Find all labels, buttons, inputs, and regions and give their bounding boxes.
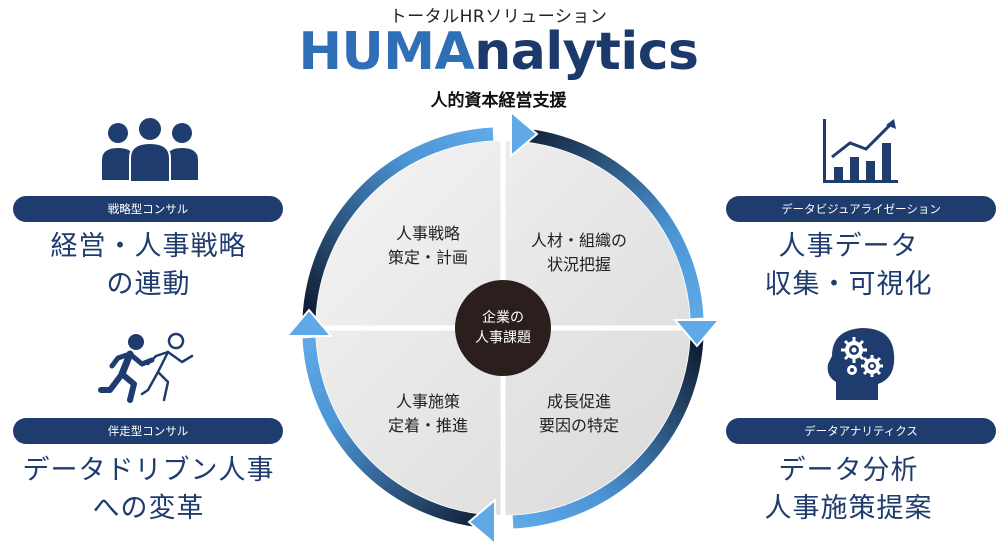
right-text-2: データ分析 人事施策提案 — [700, 452, 997, 528]
arrow-head-top — [510, 109, 539, 159]
left-text-2-line-1: データドリブン人事 — [22, 455, 275, 486]
right-text-1-line-2: 収集・可視化 — [764, 269, 933, 300]
right-text-1-line-1: 人事データ — [778, 231, 919, 262]
pill-data-analytics: データアナリティクス — [726, 418, 996, 444]
center-label: 企業の 人事課題 — [448, 308, 558, 348]
quadrant-top-right: 人材・組織の 状況把握 — [524, 229, 634, 277]
left-text-2-line-2: への変革 — [92, 493, 205, 524]
arrow-head-bottom — [467, 497, 496, 547]
subtitle: トータルHRソリューション — [389, 7, 608, 27]
bar-chart-icon — [823, 119, 898, 183]
quadrant-bottom-right: 成長促進 要因の特定 — [524, 390, 634, 438]
logo: HUMAnalytics — [0, 22, 997, 82]
arc-top-right — [510, 127, 704, 319]
quadrant-top-left-line-2: 策定・計画 — [387, 248, 468, 267]
quadrant-bottom-right-line-2: 要因の特定 — [538, 416, 619, 435]
left-text-1: 経営・人事戦略 の連動 — [0, 228, 297, 304]
quadrant-bottom-right-line-1: 成長促進 — [546, 392, 611, 411]
arrow-head-left — [284, 308, 334, 337]
center-circle — [455, 280, 551, 376]
logo-part-huma: HUMA — [298, 22, 475, 82]
right-text-2-line-2: 人事施策提案 — [764, 493, 933, 524]
center-label-line-1: 企業の — [482, 310, 524, 326]
quadrant-top-left: 人事戦略 策定・計画 — [373, 222, 483, 270]
quadrant-bottom-left-line-2: 定着・推進 — [387, 416, 468, 435]
arrow-head-right — [672, 319, 722, 348]
quadrant-top-right-line-2: 状況把握 — [546, 255, 611, 274]
quadrant-bottom-left: 人事施策 定着・推進 — [373, 390, 483, 438]
pill-companion-consulting: 伴走型コンサル — [13, 418, 283, 444]
left-text-2: データドリブン人事 への変革 — [0, 452, 297, 528]
pill-strategic-consulting: 戦略型コンサル — [13, 196, 283, 222]
logo-part-nalytics: nalytics — [474, 22, 699, 82]
quadrant-top-left-line-1: 人事戦略 — [395, 224, 460, 243]
arc-bottom-left — [302, 337, 494, 529]
right-text-1: 人事データ 収集・可視化 — [700, 228, 997, 304]
people-group-icon — [102, 116, 198, 183]
quadrant-top-right-line-1: 人材・組織の — [530, 231, 627, 250]
quadrant-bottom-left-line-1: 人事施策 — [395, 392, 460, 411]
running-figures-icon — [98, 332, 194, 403]
arc-top-left — [302, 127, 494, 319]
left-text-1-line-1: 経営・人事戦略 — [50, 231, 247, 262]
pill-data-visualization: データビジュアライゼーション — [726, 196, 996, 222]
right-text-2-line-1: データ分析 — [778, 455, 919, 486]
center-label-line-2: 人事課題 — [475, 330, 531, 346]
cycle-diagram — [284, 109, 722, 547]
tagline: 人的資本経営支援 — [430, 91, 567, 111]
head-gears-icon — [827, 328, 895, 400]
left-text-1-line-2: の連動 — [106, 269, 191, 300]
arc-bottom-right — [512, 337, 704, 529]
